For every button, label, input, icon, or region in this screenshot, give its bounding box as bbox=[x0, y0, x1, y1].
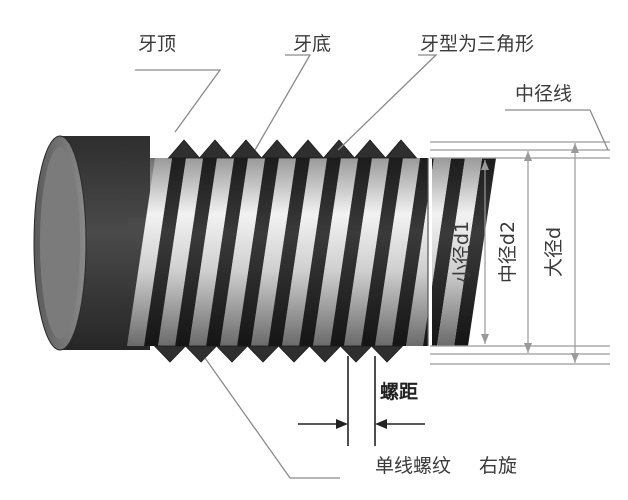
thread-crest-band bbox=[313, 158, 359, 346]
thread-crest-band bbox=[251, 158, 297, 346]
label-pitch-diameter: 中径d2 bbox=[497, 221, 519, 283]
thread-crest-band bbox=[220, 158, 266, 346]
bottom-thread-tooth bbox=[308, 345, 342, 363]
bottom-thread-tooth bbox=[215, 345, 249, 363]
diameter-arrows bbox=[481, 143, 579, 363]
bottom-thread-tooth bbox=[246, 345, 280, 363]
bottom-thread-tooth bbox=[370, 345, 404, 363]
threaded-shaft bbox=[127, 120, 496, 380]
thread-groove bbox=[299, 158, 341, 346]
thread-groove bbox=[268, 158, 310, 346]
label-thread-type: 单线螺纹 bbox=[375, 455, 451, 477]
bottom-thread-tooth bbox=[153, 345, 187, 363]
thread-groove bbox=[175, 158, 217, 346]
top-thread-tooth bbox=[167, 139, 201, 159]
thread-crest-band bbox=[282, 158, 328, 346]
thread-groove bbox=[237, 158, 279, 346]
top-thread-tooth bbox=[353, 139, 387, 159]
bottom-thread-tooth bbox=[277, 345, 311, 363]
bottom-thread-tooth bbox=[339, 345, 373, 363]
thread-groove bbox=[144, 158, 186, 346]
shaft-end-mask bbox=[428, 120, 432, 380]
label-minor-diameter: 小径d1 bbox=[451, 221, 473, 283]
thread-groove bbox=[361, 158, 403, 346]
dimension-lines bbox=[430, 109, 610, 365]
thread-groove bbox=[206, 158, 248, 346]
label-pitch-diameter-line: 中径线 bbox=[515, 83, 572, 105]
label-pitch: 螺距 bbox=[380, 381, 418, 403]
label-major-diameter: 大径d bbox=[543, 227, 565, 277]
thread-groove bbox=[330, 158, 372, 346]
top-thread-tooth bbox=[291, 139, 325, 159]
top-thread-tooth bbox=[384, 139, 418, 159]
top-thread-tooth bbox=[198, 139, 232, 159]
thread-crest-band bbox=[344, 158, 390, 346]
bottom-thread-tooth bbox=[184, 345, 218, 363]
thread-crest-band bbox=[189, 158, 235, 346]
top-thread-tooth bbox=[260, 139, 294, 159]
thread-groove bbox=[392, 158, 434, 346]
top-thread-tooth bbox=[229, 139, 263, 159]
leader-lines bbox=[135, 54, 438, 479]
label-thread-profile: 牙型为三角形 bbox=[420, 33, 534, 55]
label-thread-crest: 牙顶 bbox=[138, 33, 176, 55]
bolt-head bbox=[33, 135, 158, 351]
thread-crest-band bbox=[375, 158, 421, 346]
label-thread-root: 牙底 bbox=[293, 33, 331, 55]
label-hand: 右旋 bbox=[479, 455, 517, 477]
thread-crest-band bbox=[127, 158, 173, 346]
pitch-dimension bbox=[298, 356, 425, 446]
thread-crest-band bbox=[437, 158, 483, 346]
thread-crest-band bbox=[158, 158, 204, 346]
thread-groove bbox=[423, 158, 465, 346]
